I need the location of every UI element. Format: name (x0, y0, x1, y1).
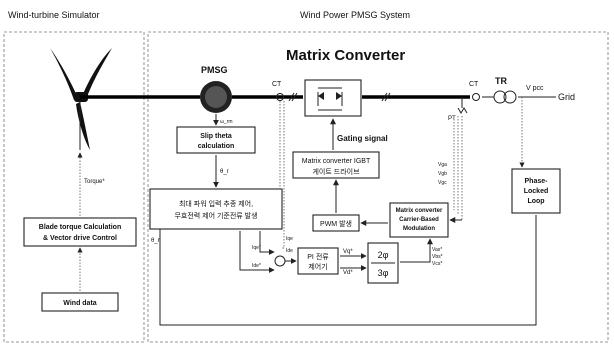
carrier-line2: Carrier-Based (399, 217, 439, 223)
gating-signal-label: Gating signal (337, 134, 388, 143)
mppt-reference-block (149, 188, 283, 230)
pll-line3: Loop (527, 198, 544, 205)
transform-bottom: 3φ (378, 268, 389, 278)
simulator-frame (3, 31, 145, 343)
transformer-symbol (493, 90, 517, 104)
slip-theta-block (176, 126, 256, 154)
slip-theta-line2: calculation (198, 143, 235, 150)
wind-turbine-icon (50, 48, 112, 150)
pmsg-label: PMSG (201, 65, 228, 75)
summing-junction (274, 255, 286, 267)
pmsg-system-frame (147, 31, 609, 343)
vbs-label: Vbs* (432, 254, 443, 260)
pt-label: PT (448, 116, 456, 122)
theta-r2-label: θ_r (151, 238, 160, 244)
vd-star-label: Vd* (343, 270, 353, 276)
igbt-gate-drive-block (292, 151, 380, 179)
pll-block (511, 168, 561, 214)
pwm-block (312, 214, 360, 232)
left-section-title: Wind-turbine Simulator (8, 10, 100, 20)
vas-label: Vas* (432, 247, 442, 253)
vq-star-label: Vq* (343, 249, 353, 255)
igbt-line2: 게이트 드라이브 (312, 167, 360, 176)
pi-line1: PI 전류 (307, 252, 329, 261)
theta-r-label: θ_r (220, 169, 229, 175)
pi-controller-block (297, 247, 339, 275)
vcs-label: Vcs* (432, 261, 442, 267)
carrier-line1: Matrix converter (396, 208, 443, 214)
tr-label: TR (495, 76, 507, 86)
mppt-line1: 최대 파워 입력 추종 제어, (179, 199, 253, 208)
grid-label: Grid (558, 92, 575, 102)
iqe-label: Iqe (286, 236, 293, 242)
ide-label: Ide (286, 248, 293, 254)
blade-line2: & Vector drive Control (43, 235, 117, 242)
mppt-line2: 무효전력 제어 기준전류 발생 (174, 211, 257, 220)
carrier-line3: Modulation (403, 226, 435, 232)
pll-line1: Phase- (525, 178, 549, 185)
slip-theta-line1: Slip theta (200, 133, 232, 140)
pt-symbol (457, 97, 468, 114)
vpcc-label: V pcc (526, 85, 544, 92)
matrix-converter-switch (304, 79, 362, 117)
ct2-symbol (472, 93, 480, 101)
ct2-label: CT (469, 81, 479, 88)
pwm-label: PWM 발생 (320, 219, 352, 228)
right-section-title: Wind Power PMSG System (300, 10, 410, 20)
carrier-modulation-block (389, 202, 449, 238)
blade-line1: Blade torque Calculation (39, 224, 121, 231)
ct1-symbol (276, 93, 284, 101)
transform-top: 2φ (378, 250, 389, 260)
vga-label: Vga (438, 162, 447, 168)
vgb-label: Vgb (438, 171, 447, 177)
wrm-label: ω_rm (220, 119, 233, 125)
matrix-converter-title: Matrix Converter (286, 47, 405, 64)
wind-data-block (41, 292, 119, 312)
wind-data-label: Wind data (63, 300, 96, 307)
ide-star-label: Ide* (252, 263, 261, 269)
vgc-label: Vgc (438, 180, 447, 186)
blade-torque-block (23, 217, 137, 247)
torque-label: Torque* (84, 179, 105, 185)
pll-line2: Locked (524, 188, 549, 195)
ct1-label: CT (272, 81, 282, 88)
igbt-line1: Matrix converter IGBT (302, 158, 371, 165)
iqe-star-label: Iqe* (252, 245, 261, 251)
pi-line2: 제어기 (308, 262, 327, 271)
